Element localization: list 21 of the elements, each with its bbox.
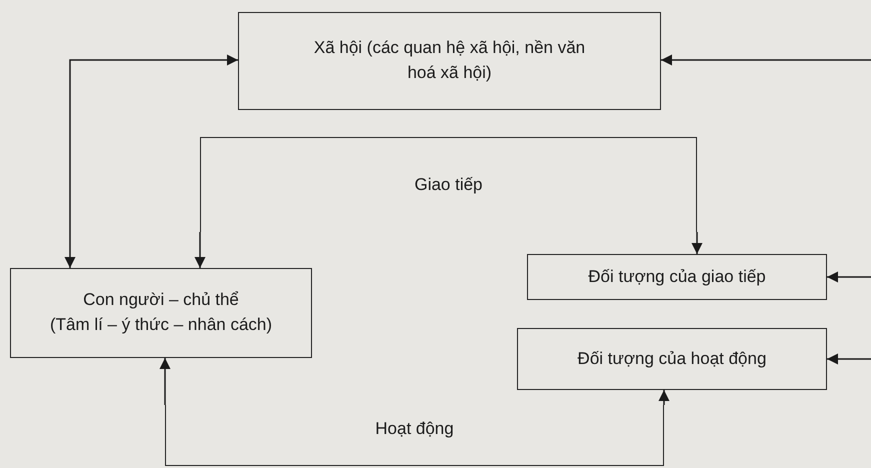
arrow bbox=[827, 272, 871, 282]
bracket-frame bbox=[200, 137, 697, 232]
node-label: Giao tiếp bbox=[413, 174, 484, 196]
text-box bbox=[517, 328, 827, 390]
text-box bbox=[238, 12, 661, 110]
arrow bbox=[692, 232, 702, 254]
node-label: Đối tượng của giao tiếp bbox=[587, 266, 767, 288]
node-label: Con người – chủ thể bbox=[82, 289, 240, 312]
arrow bbox=[194, 232, 206, 268]
arrow bbox=[661, 54, 871, 66]
text-box bbox=[527, 254, 827, 300]
text-box bbox=[10, 268, 312, 358]
node-label: Hoạt động bbox=[374, 418, 455, 440]
node-label: Xã hội (các quan hệ xã hội, nền văn hoá xã hội) bbox=[312, 37, 586, 84]
bracket-frame bbox=[165, 405, 664, 466]
arrow bbox=[658, 390, 670, 405]
node-label: Đối tượng của hoạt động bbox=[576, 348, 768, 370]
arrow bbox=[64, 54, 238, 268]
arrow bbox=[827, 354, 871, 364]
node-label: (Tâm lí – ý thức – nhân cách) bbox=[48, 314, 274, 336]
arrow bbox=[160, 358, 170, 405]
